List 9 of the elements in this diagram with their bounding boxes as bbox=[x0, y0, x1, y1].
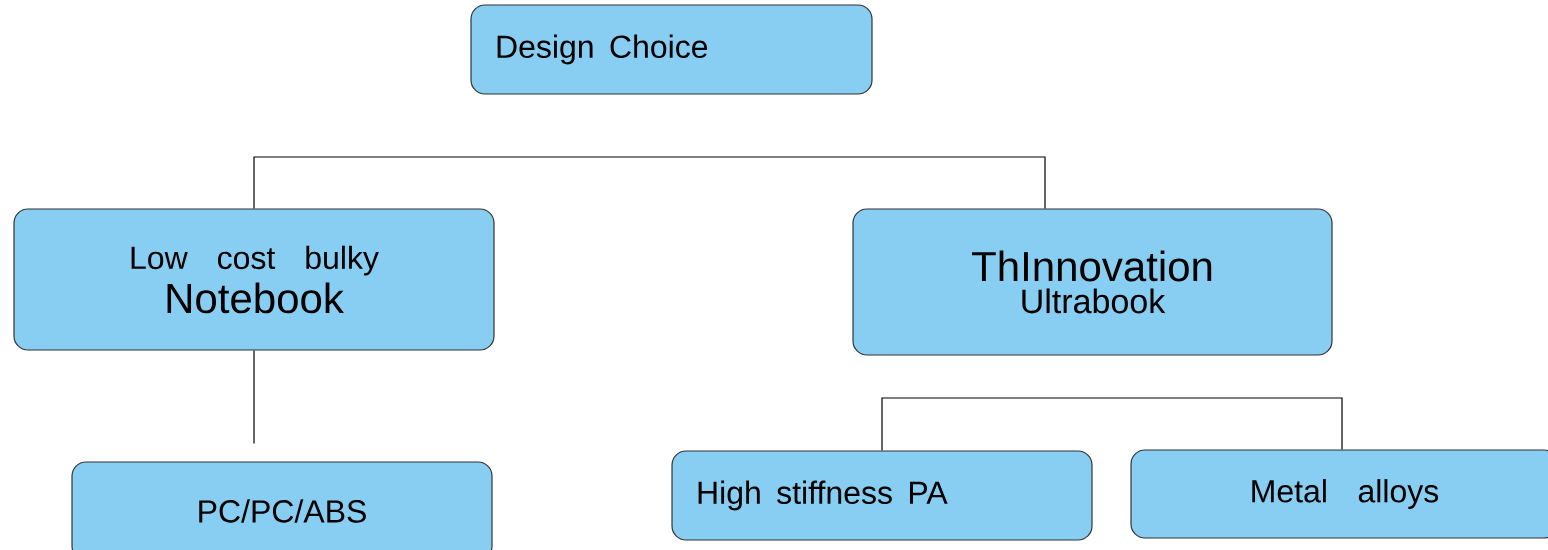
connector-line bbox=[253, 350, 255, 444]
process-box: ThInnovation Ultrabook bbox=[852, 208, 1333, 356]
connector-line bbox=[253, 156, 1046, 209]
process-box: Metal alloys bbox=[1130, 449, 1548, 539]
process-box: High stiffness PA bbox=[671, 450, 1093, 541]
process-box: PC/PC/ABS bbox=[71, 461, 493, 550]
process-box: Low cost bulky Notebook bbox=[13, 208, 495, 351]
connector-line bbox=[881, 397, 1343, 451]
process-box: Design Choice bbox=[470, 4, 873, 95]
